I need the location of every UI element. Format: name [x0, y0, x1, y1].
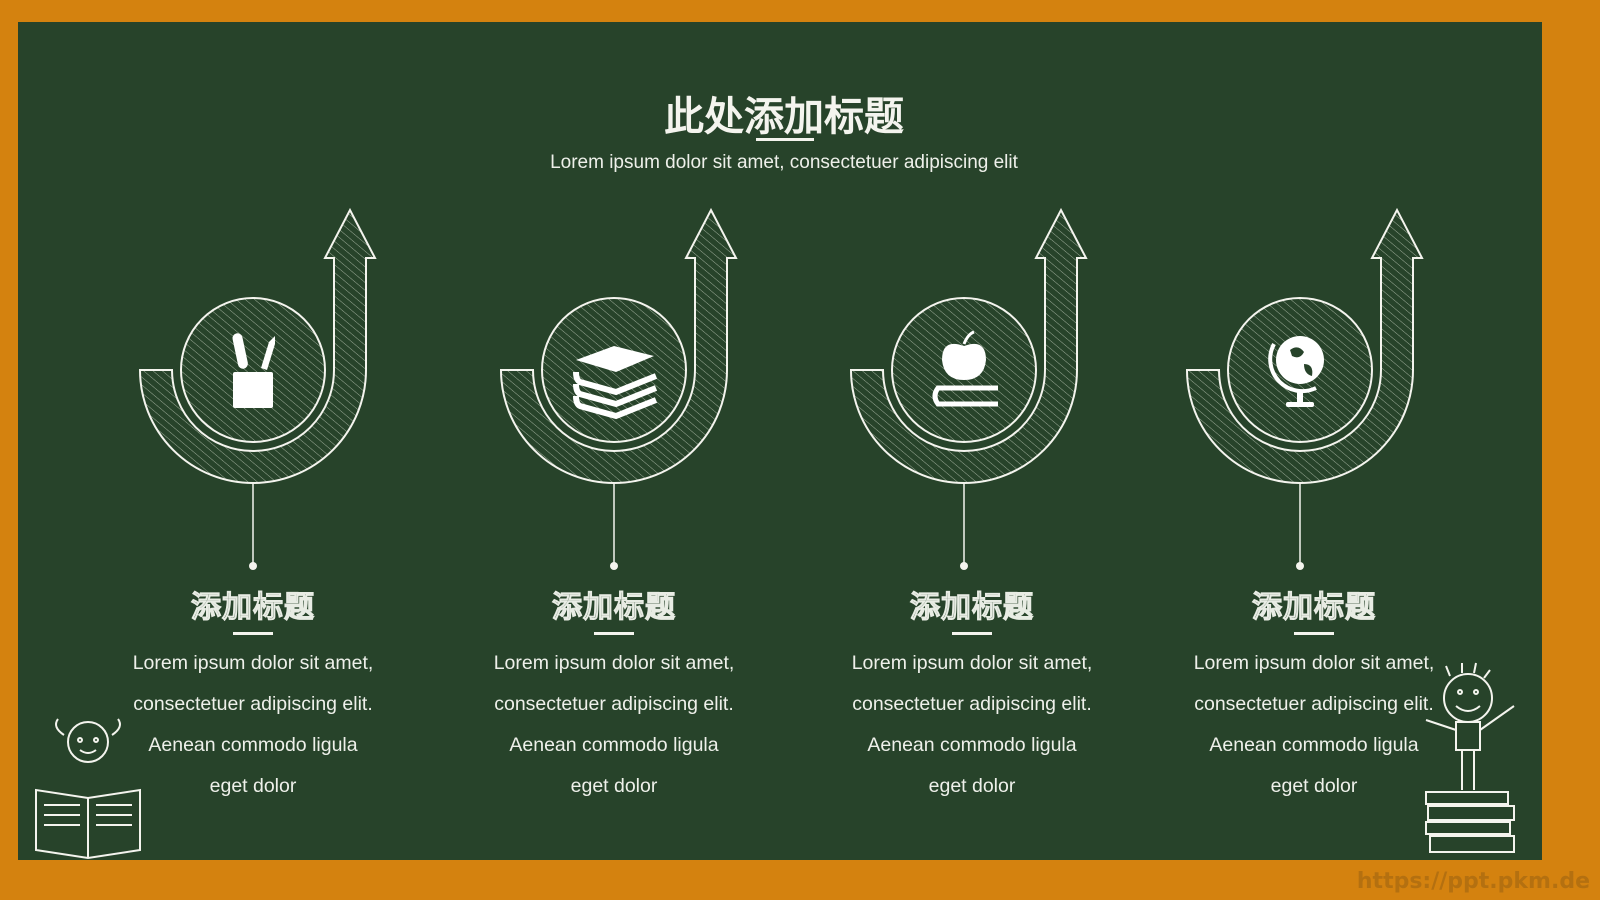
- boy-on-books-doodle: [1425, 662, 1515, 853]
- item-column: 添加标题 Lorem ipsum dolor sit amet,consecte…: [1144, 582, 1484, 807]
- item-column: 添加标题 Lorem ipsum dolor sit amet,consecte…: [83, 582, 423, 807]
- curved-arrow: [1185, 207, 1424, 484]
- item-underline: [594, 632, 634, 635]
- curved-arrow: [499, 207, 738, 484]
- connector-dot: [1296, 562, 1304, 570]
- curved-arrow: [849, 207, 1088, 484]
- item-text: Lorem ipsum dolor sit amet,consectetuer …: [132, 652, 374, 797]
- icon-circle: [180, 297, 326, 443]
- connector-dot: [249, 562, 257, 570]
- item-text: Lorem ipsum dolor sit amet,consectetuer …: [493, 652, 735, 797]
- item-title: 添加标题: [191, 590, 315, 626]
- pencil-cup-icon: [232, 333, 275, 408]
- page-title: 此处添加标题: [664, 93, 904, 140]
- item-column: 添加标题 Lorem ipsum dolor sit amet,consecte…: [802, 582, 1142, 807]
- books-icon: [573, 346, 658, 420]
- girl-reading-doodle: [35, 718, 141, 860]
- connector-dot: [960, 562, 968, 570]
- connector-dot: [610, 562, 618, 570]
- curved-arrow: [138, 207, 377, 484]
- watermark: https://ppt.pkm.de: [1356, 869, 1590, 894]
- arrow-unit: [138, 207, 377, 570]
- title-underline: [756, 138, 814, 141]
- item-underline: [233, 632, 273, 635]
- item-underline: [1294, 632, 1334, 635]
- arrow-unit: [499, 207, 738, 570]
- item-underline: [952, 632, 992, 635]
- item-title: 添加标题: [1252, 590, 1376, 626]
- page-subtitle: Lorem ipsum dolor sit amet, consectetuer…: [550, 152, 1018, 173]
- item-text: Lorem ipsum dolor sit amet,consectetuer …: [1193, 652, 1435, 797]
- item-title: 添加标题: [910, 590, 1034, 626]
- item-title: 添加标题: [552, 590, 676, 626]
- arrow-unit: [849, 207, 1088, 570]
- item-column: 添加标题 Lorem ipsum dolor sit amet,consecte…: [444, 582, 784, 807]
- apple-book-icon: [932, 330, 998, 407]
- arrow-unit: [1185, 207, 1424, 570]
- item-text: Lorem ipsum dolor sit amet,consectetuer …: [851, 652, 1093, 797]
- globe-icon: [1268, 336, 1324, 407]
